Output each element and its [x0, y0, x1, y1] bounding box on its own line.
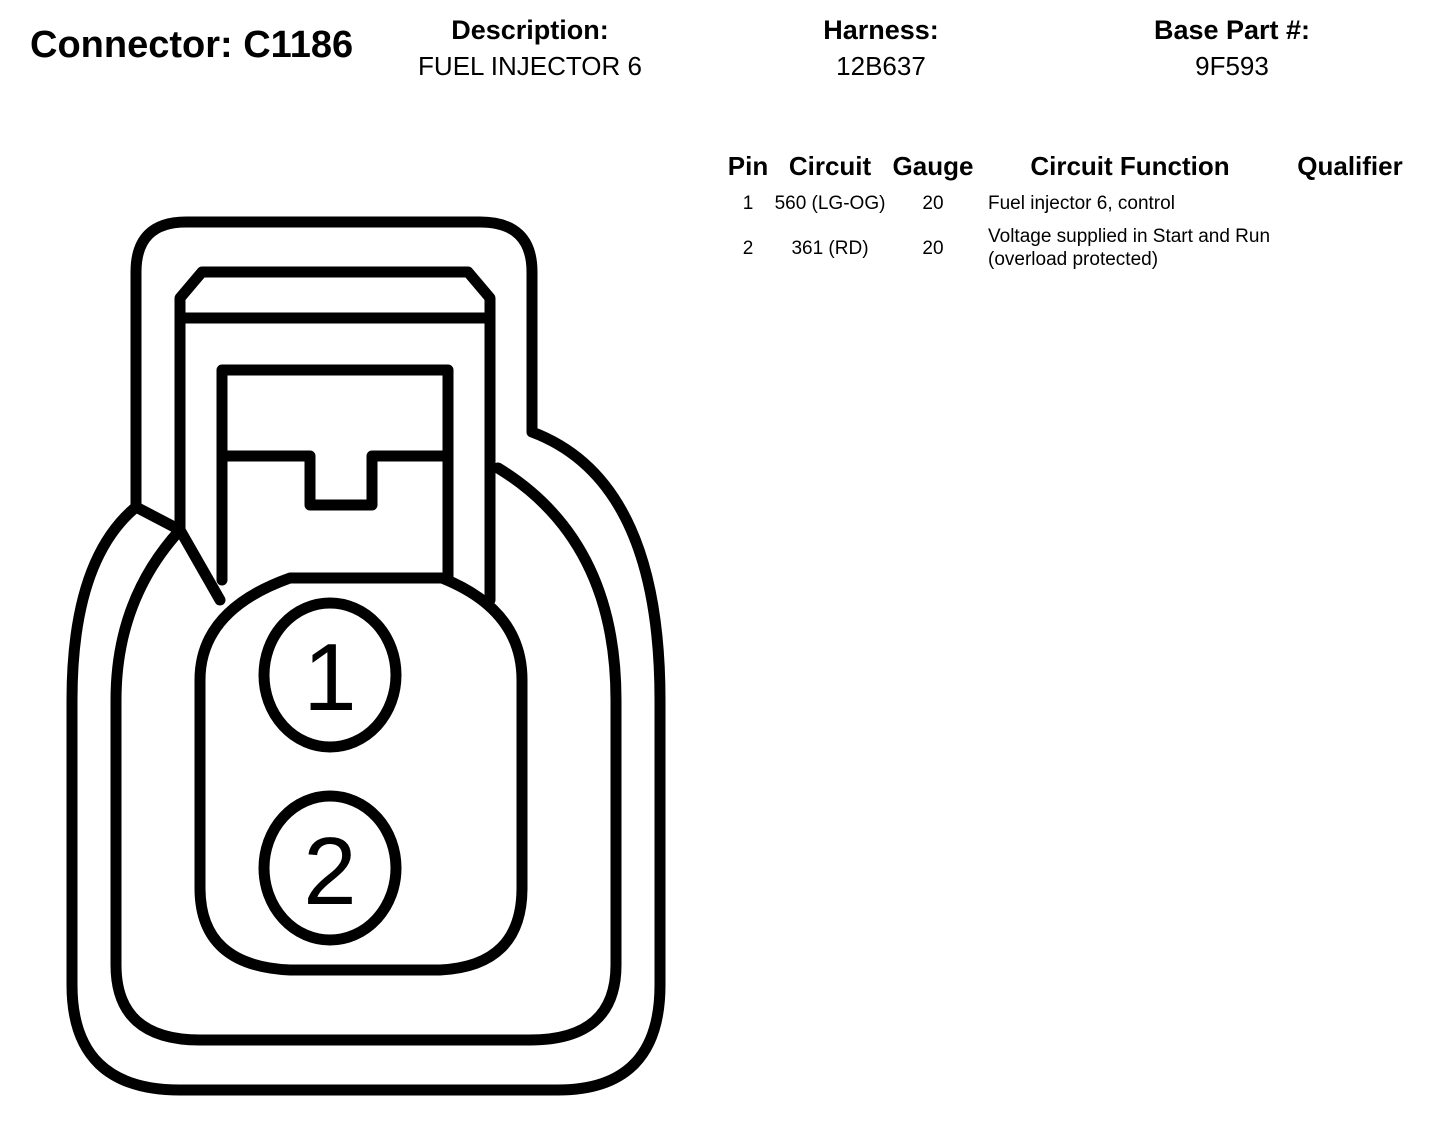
column-header-qualifier: Qualifier	[1297, 151, 1403, 181]
connector-outer-housing	[66, 216, 666, 1096]
function-cell: Fuel injector 6, control	[988, 193, 1175, 214]
column-header-pin: Pin	[727, 151, 769, 181]
terminal-cavity	[194, 572, 528, 976]
table-row: 1 560 (LG-OG) 20 Fuel injector 6, contro…	[722, 192, 1420, 225]
gauge-cell: 20	[922, 193, 944, 214]
base-part-label: Base Part #:	[1153, 15, 1311, 45]
pin-cell: 2	[742, 237, 754, 259]
pin-1-label: 1	[303, 624, 356, 731]
pin-2-circle	[258, 790, 402, 946]
gauge-cell: 20	[922, 237, 944, 259]
pin-2-label: 2	[303, 818, 356, 925]
harness-label: Harness:	[823, 15, 939, 45]
table-header-row: Pin Circuit Gauge Circuit Function Quali…	[722, 148, 1420, 192]
column-header-circuit-function: Circuit Function	[1030, 151, 1230, 181]
connector-inner-housing	[110, 462, 622, 1046]
pinout-table: Pin Circuit Gauge Circuit Function Quali…	[722, 148, 1420, 281]
column-header-circuit: Circuit	[788, 151, 872, 181]
description-block: Description: FUEL INJECTOR 6	[370, 14, 690, 86]
base-part-value: 9F593	[1195, 51, 1269, 81]
pin-cell: 1	[742, 193, 754, 214]
base-part-block: Base Part #: 9F593	[1072, 14, 1392, 86]
circuit-cell: 361 (RD)	[791, 237, 869, 259]
description-value: FUEL INJECTOR 6	[418, 51, 642, 81]
latch-outer	[130, 266, 496, 606]
description-label: Description:	[451, 15, 609, 45]
connector-title: Connector: C1186	[30, 24, 354, 66]
column-header-gauge: Gauge	[892, 151, 974, 181]
table-row: 2 361 (RD) 20 Voltage supplied in Start …	[722, 225, 1420, 281]
harness-value: 12B637	[836, 51, 926, 81]
latch-lock-window	[216, 364, 454, 586]
circuit-cell: 560 (LG-OG)	[774, 193, 886, 214]
pin-1-circle	[258, 597, 402, 753]
function-cell: Voltage supplied in Start and Run (overl…	[988, 226, 1271, 270]
harness-block: Harness: 12B637	[721, 14, 1041, 86]
